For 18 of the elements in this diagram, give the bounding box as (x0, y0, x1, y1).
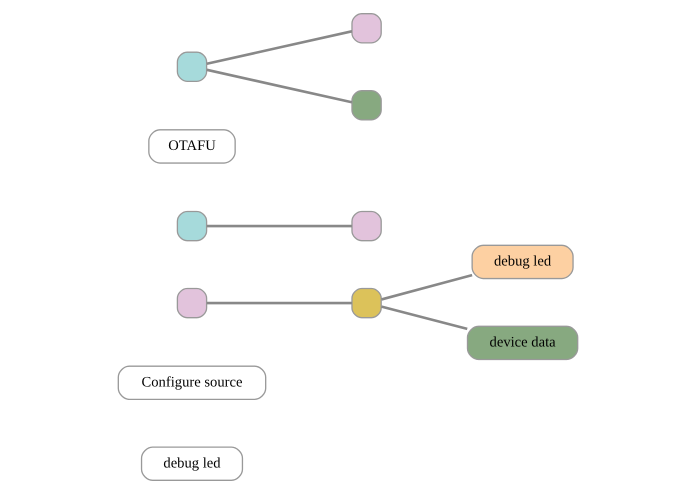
node-box: Configure source (117, 366, 266, 400)
connector (380, 305, 468, 330)
connector (206, 224, 352, 228)
node-box (176, 288, 207, 318)
node-box (176, 210, 207, 242)
node-box: OTAFU (148, 129, 236, 164)
node-box (350, 288, 382, 318)
connector (206, 302, 352, 304)
node-box (350, 13, 382, 44)
node-box: debug led (470, 244, 574, 280)
connector (206, 68, 352, 104)
node-box: debug led (140, 446, 243, 481)
node-box: device data (466, 326, 578, 360)
node-box (350, 90, 382, 121)
connector (206, 30, 352, 66)
node-box (176, 52, 207, 82)
node-box (350, 210, 382, 242)
connector (380, 274, 472, 301)
